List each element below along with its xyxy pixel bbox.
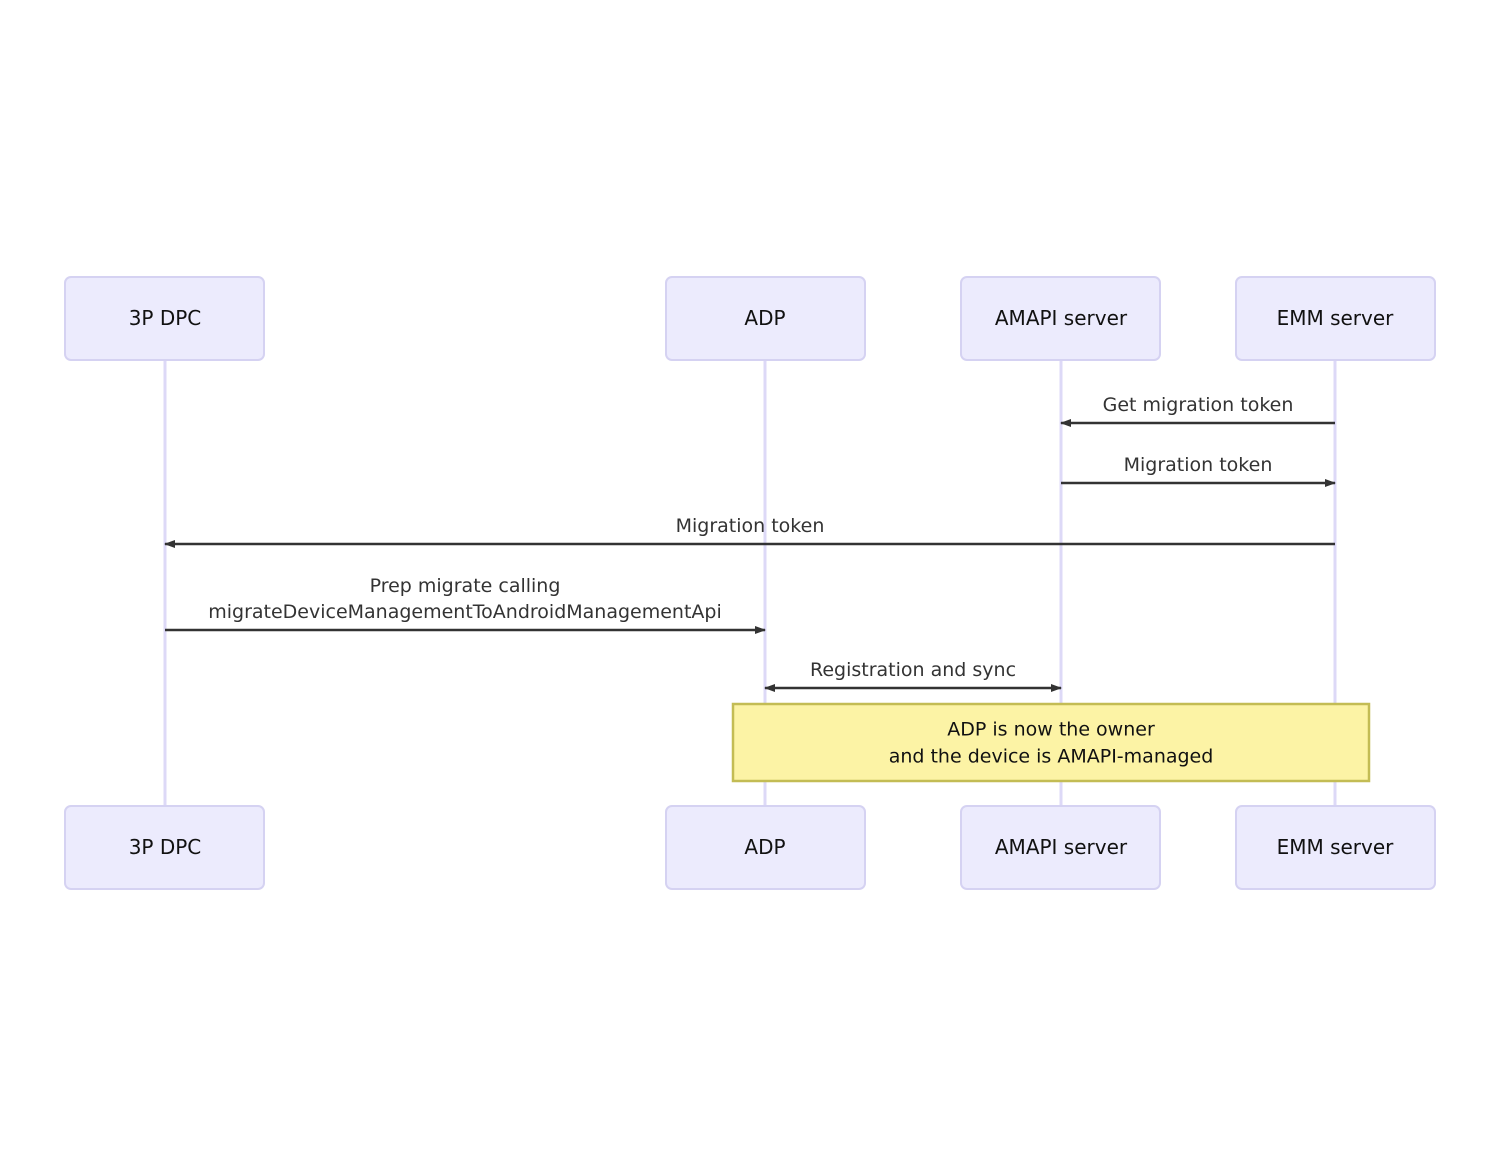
message-label-m4-line2: migrateDeviceManagementToAndroidManageme… (208, 601, 722, 623)
message-m1: Get migration token (1060, 394, 1335, 427)
participant-label-amapi: AMAPI server (995, 835, 1128, 859)
participant-box-emm (1235, 805, 1436, 890)
participant-box-emm (1235, 276, 1436, 361)
participant-amapi-bottom[interactable]: AMAPI server (960, 805, 1161, 890)
participant-emm-bottom[interactable]: EMM server (1235, 805, 1436, 890)
message-label-m2: Migration token (1124, 454, 1273, 476)
message-label-m4-line1: Prep migrate calling (370, 575, 561, 597)
participant-label-amapi: AMAPI server (995, 306, 1128, 330)
participant-box-amapi (960, 276, 1161, 361)
message-label-m3: Migration token (676, 515, 825, 537)
message-m2: Migration token (1061, 454, 1336, 487)
participant-box-adp (665, 805, 866, 890)
message-label-m5: Registration and sync (810, 659, 1016, 681)
participant-label-adp: ADP (744, 835, 785, 859)
participant-box-dpc (64, 805, 265, 890)
participant-dpc-bottom[interactable]: 3P DPC (64, 805, 265, 890)
note-text-n1-line2: and the device is AMAPI-managed (889, 746, 1214, 768)
message-m3: Migration token (164, 515, 1335, 548)
message-m5: Registration and sync (764, 659, 1062, 692)
top-participants-group: 3P DPC ADP AMAPI server EMM server (64, 276, 1436, 361)
participant-adp-top[interactable]: ADP (665, 276, 866, 361)
participant-label-emm: EMM server (1277, 835, 1395, 859)
note-box-n1 (731, 702, 1371, 783)
participant-box-dpc (64, 276, 265, 361)
note-text-n1-line1: ADP is now the owner (947, 719, 1155, 741)
participant-dpc-top[interactable]: 3P DPC (64, 276, 265, 361)
message-label-m1: Get migration token (1103, 394, 1294, 416)
participant-label-dpc: 3P DPC (129, 835, 202, 859)
participant-box-amapi (960, 805, 1161, 890)
bottom-participants-group: 3P DPC ADP AMAPI server EMM server (64, 805, 1436, 890)
participant-emm-top[interactable]: EMM server (1235, 276, 1436, 361)
participant-label-emm: EMM server (1277, 306, 1395, 330)
participant-label-adp: ADP (744, 306, 785, 330)
notes-group: ADP is now the owner and the device is AM… (731, 702, 1371, 783)
participant-amapi-top[interactable]: AMAPI server (960, 276, 1161, 361)
message-m4: Prep migrate calling migrateDeviceManagem… (165, 575, 766, 634)
participant-label-dpc: 3P DPC (129, 306, 202, 330)
note-n1: ADP is now the owner and the device is AM… (731, 702, 1371, 783)
participant-box-adp (665, 276, 866, 361)
participant-adp-bottom[interactable]: ADP (665, 805, 866, 890)
